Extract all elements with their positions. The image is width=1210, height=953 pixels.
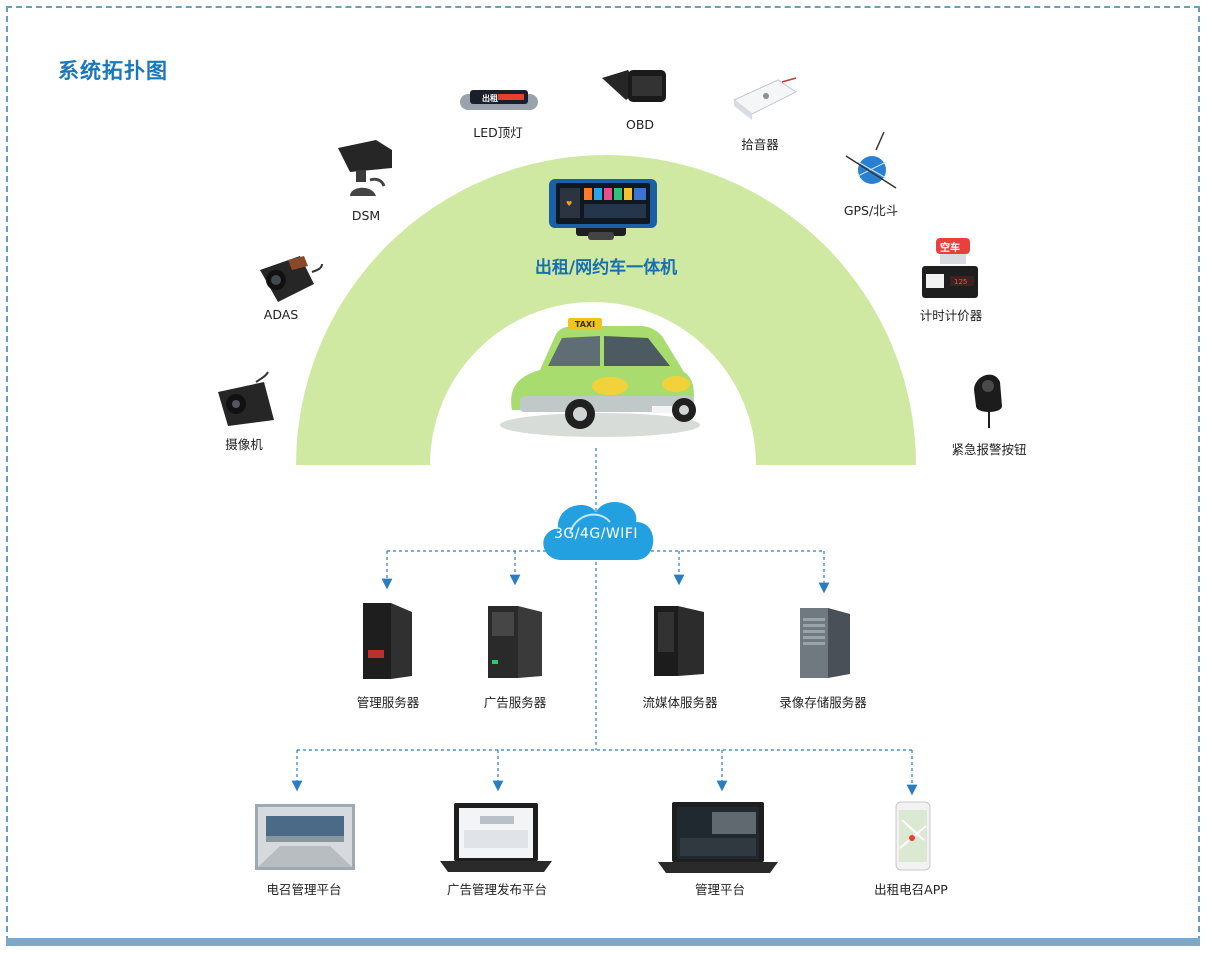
peripheral-label-led: LED顶灯 — [473, 125, 523, 140]
taxi-terminal-icon: ♥ — [549, 179, 657, 240]
server-icon — [488, 606, 542, 678]
adas-camera-icon — [260, 256, 323, 302]
page-title: 系统拓扑图 — [58, 59, 168, 83]
taxi-car-icon: TAXI — [500, 318, 700, 437]
platform-label-app: 出租电召APP — [874, 882, 948, 897]
platform-label-dispatch: 电召管理平台 — [266, 882, 342, 897]
cloud-icon — [543, 501, 654, 560]
led-light-icon: 出租 — [460, 90, 538, 110]
server-icon — [363, 603, 412, 679]
server-label-storage: 录像存储服务器 — [779, 695, 867, 710]
alarm-button-icon — [974, 374, 1002, 428]
svg-text:出租: 出租 — [482, 93, 498, 103]
control-room-image — [255, 804, 355, 870]
dsm-camera-icon — [338, 140, 392, 196]
server-icon — [654, 606, 704, 676]
microphone-icon — [733, 77, 797, 120]
network-label: 3G/4G/WIFI — [553, 526, 639, 542]
satellite-icon — [845, 131, 897, 189]
obd-icon — [602, 70, 666, 102]
phone-icon — [895, 801, 931, 871]
svg-text:♥: ♥ — [566, 200, 572, 208]
peripheral-label-alarm: 紧急报警按钮 — [951, 442, 1027, 457]
peripheral-label-gps: GPS/北斗 — [843, 203, 899, 218]
platform-label-ad: 广告管理发布平台 — [446, 882, 548, 897]
server-icon — [800, 608, 850, 678]
main-device-label: 出租/网约车一体机 — [534, 258, 678, 278]
laptop-icon — [440, 803, 552, 872]
peripheral-label-mic: 拾音器 — [741, 137, 779, 152]
green-arc — [296, 155, 916, 465]
peripheral-label-adas: ADAS — [263, 307, 299, 322]
server-label-streaming: 流媒体服务器 — [642, 695, 718, 710]
car-sign-text: TAXI — [575, 320, 595, 329]
peripheral-label-obd: OBD — [625, 117, 655, 132]
taximeter-icon: 空车 125 — [922, 238, 978, 298]
server-label-management: 管理服务器 — [356, 695, 420, 710]
svg-text:125: 125 — [954, 278, 967, 286]
peripheral-label-dsm: DSM — [351, 208, 381, 223]
bottom-bar — [6, 938, 1200, 946]
svg-text:空车: 空车 — [940, 241, 960, 254]
camera-icon — [218, 371, 274, 426]
laptop-icon — [658, 802, 778, 873]
platform-label-management: 管理平台 — [694, 882, 746, 897]
dashed-frame — [6, 6, 1200, 942]
peripheral-label-camera: 摄像机 — [225, 437, 263, 452]
server-label-ad: 广告服务器 — [483, 695, 547, 710]
peripheral-label-meter: 计时计价器 — [919, 308, 983, 323]
